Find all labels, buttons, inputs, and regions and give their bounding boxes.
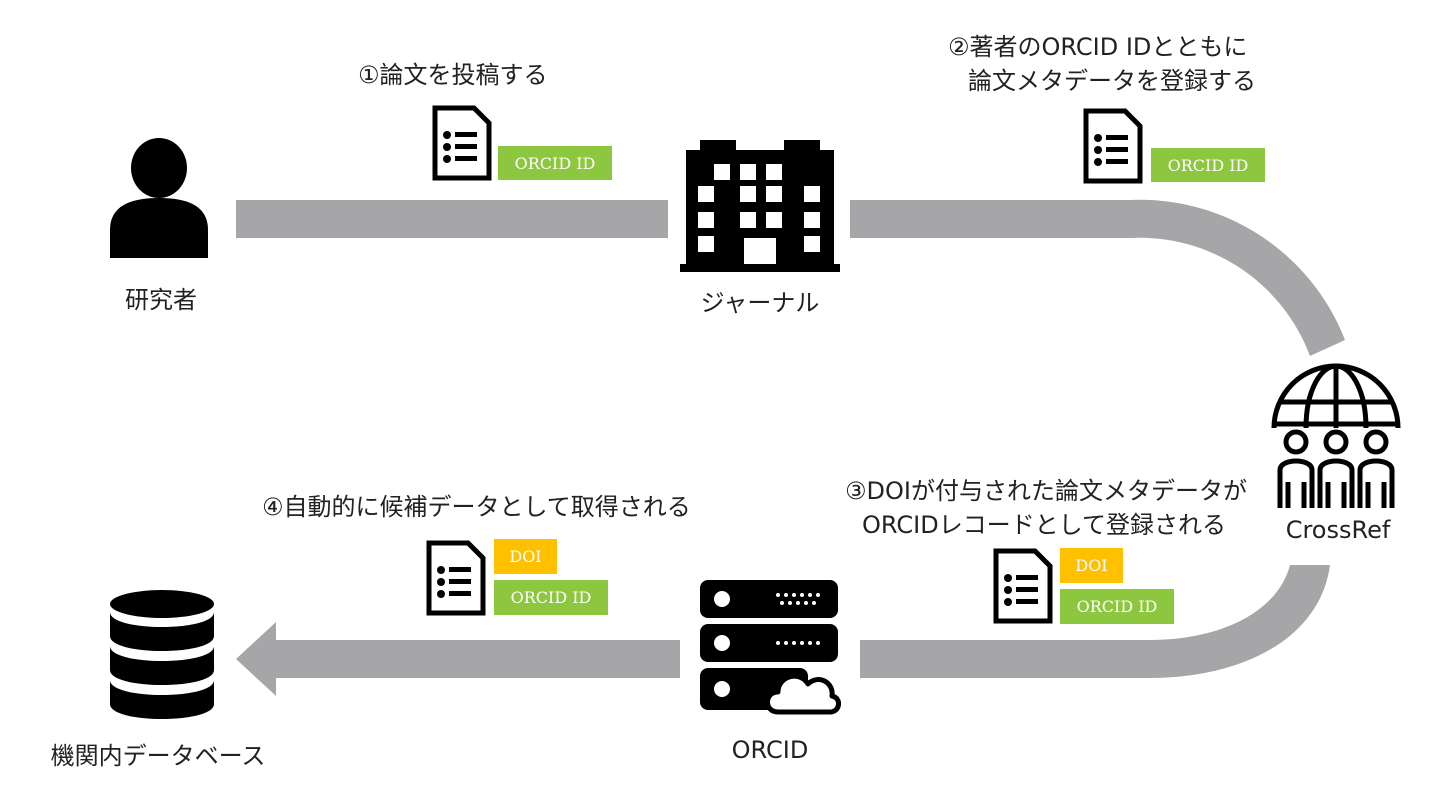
- document-list-icon: [432, 105, 492, 181]
- pipe-crossref-orcid: [860, 565, 1330, 678]
- office-building-icon: [680, 140, 840, 272]
- server-cloud-icon: [700, 580, 841, 715]
- pipe-journal-crossref: [850, 199, 1345, 356]
- orcid-id-tag: ORCID ID: [1060, 589, 1174, 624]
- doi-tag: DOI: [494, 539, 557, 574]
- orcid-label: ORCID: [731, 736, 809, 764]
- doi-tag: DOI: [1060, 548, 1123, 583]
- globe-people-icon: [1271, 363, 1401, 508]
- database-label: 機関内データベース: [50, 742, 266, 770]
- step1-caption: ①論文を投稿する: [358, 61, 548, 89]
- journal-label: ジャーナル: [700, 289, 820, 317]
- document-list-icon: [993, 548, 1053, 624]
- pipe-researcher-journal: [236, 200, 668, 238]
- step3-caption-line2: ORCIDレコードとして登録される: [862, 511, 1226, 539]
- crossref-label: CrossRef: [1285, 516, 1391, 544]
- orcid-id-tag: ORCID ID: [498, 146, 612, 180]
- step2-caption-line1: ②著者のORCID IDとともに: [948, 33, 1248, 61]
- document-list-icon: [426, 540, 486, 616]
- document-list-icon: [1083, 108, 1143, 184]
- arrow-orcid-database: [236, 622, 680, 696]
- orcid-id-tag: ORCID ID: [494, 580, 608, 615]
- database-icon: [110, 590, 214, 719]
- person-icon: [110, 138, 208, 258]
- step2-caption-line2: 論文メタデータを登録する: [968, 67, 1256, 95]
- step4-caption: ④自動的に候補データとして取得される: [262, 493, 691, 521]
- step3-caption-line1: ③DOIが付与された論文メタデータが: [845, 477, 1247, 505]
- researcher-label: 研究者: [125, 286, 197, 314]
- orcid-id-tag: ORCID ID: [1151, 148, 1265, 182]
